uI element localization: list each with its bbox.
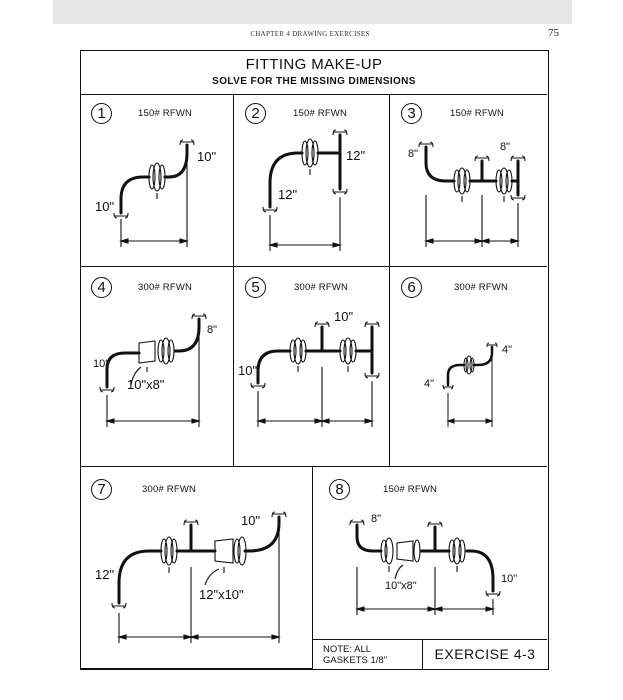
title-block: FITTING MAKE-UP SOLVE FOR THE MISSING DI… bbox=[81, 51, 547, 95]
fitting-drawing: 8" 10" 10"x8" bbox=[349, 513, 517, 615]
dimension-label: 4" bbox=[424, 378, 434, 390]
dimension-label: 8" bbox=[371, 513, 381, 525]
problem-2-panel: 2 150# RFWN 12" 12" bbox=[234, 95, 390, 267]
dimension-label: 12" bbox=[278, 187, 297, 202]
dimension-label: 10" bbox=[95, 199, 114, 214]
problem-1-panel: 1 150# RFWN 10" 10" bbox=[81, 95, 234, 267]
problem-number: 6 bbox=[401, 277, 422, 298]
fitting-drawing: 8" 8" bbox=[408, 141, 526, 247]
problem-8-panel: 8 150# RFWN 8 bbox=[313, 467, 547, 639]
problem-3-panel: 3 150# RFWN 8" 8 bbox=[390, 95, 547, 267]
sheet-subtitle: SOLVE FOR THE MISSING DIMENSIONS bbox=[212, 76, 416, 87]
dimension-label: 8" bbox=[207, 324, 217, 336]
dimension-label: 10"x8" bbox=[127, 377, 165, 392]
flange-rating: 300# RFWN bbox=[138, 282, 193, 293]
dimension-label: 12"x10" bbox=[199, 587, 244, 602]
flange-rating: 300# RFWN bbox=[454, 282, 509, 293]
problem-6-panel: 6 300# RFWN 4" 4" bbox=[390, 267, 547, 467]
flange-rating: 150# RFWN bbox=[138, 108, 193, 119]
flange-rating: 150# RFWN bbox=[450, 108, 505, 119]
dimension-label: 4" bbox=[502, 344, 512, 356]
dimension-label: 12" bbox=[95, 567, 114, 582]
flange-rating: 300# RFWN bbox=[142, 484, 197, 495]
problem-number: 5 bbox=[245, 277, 266, 298]
gasket-note: NOTE: ALL GASKETS 1/8" bbox=[313, 639, 423, 669]
dimension-label: 10"x8" bbox=[385, 580, 417, 592]
problem-4-panel: 4 300# RFWN 8" 10" 10"x8" bbox=[81, 267, 234, 467]
problem-number: 1 bbox=[91, 103, 112, 124]
flange-rating: 150# RFWN bbox=[293, 108, 348, 119]
problem-number: 3 bbox=[401, 103, 422, 124]
dimension-label: 10" bbox=[197, 149, 216, 164]
flange-rating: 300# RFWN bbox=[294, 282, 349, 293]
problem-number: 8 bbox=[329, 479, 350, 500]
flange-rating: 150# RFWN bbox=[383, 484, 438, 495]
dimension-label: 10" bbox=[93, 358, 109, 370]
problem-number: 2 bbox=[245, 103, 266, 124]
chapter-header: CHAPTER 4 DRAWING EXERCISES bbox=[250, 30, 370, 38]
dimension-label: 10" bbox=[501, 573, 517, 585]
dimension-label: 8" bbox=[500, 141, 510, 153]
exercise-sheet: FITTING MAKE-UP SOLVE FOR THE MISSING DI… bbox=[80, 50, 549, 670]
page-number: 75 bbox=[548, 27, 559, 39]
dimension-label: 12" bbox=[346, 148, 365, 163]
note-line: NOTE: ALL bbox=[323, 644, 372, 655]
note-line: GASKETS 1/8" bbox=[323, 655, 388, 666]
dimension-label: 10" bbox=[238, 363, 257, 378]
fitting-drawing: 10" 10" bbox=[95, 139, 216, 247]
dimension-label: 10" bbox=[334, 309, 353, 324]
exercise-label: EXERCISE 4-3 bbox=[423, 639, 547, 669]
fitting-drawing: 10" 12" 12"x10" bbox=[95, 511, 287, 643]
sheet-title: FITTING MAKE-UP bbox=[245, 56, 383, 73]
fitting-drawing: 10" 10" bbox=[238, 309, 380, 427]
problem-5-panel: 5 300# RFWN 10" bbox=[234, 267, 390, 467]
fitting-drawing: 12" 12" bbox=[262, 129, 365, 251]
problem-number: 4 bbox=[91, 277, 112, 298]
dimension-label: 10" bbox=[241, 513, 260, 528]
dimension-label: 8" bbox=[408, 148, 418, 160]
page-top-band bbox=[53, 0, 572, 24]
fitting-drawing: 4" 4" bbox=[424, 342, 512, 427]
problem-7-panel: 7 300# RFWN 10" bbox=[81, 467, 313, 669]
fitting-drawing: 8" 10" 10"x8" bbox=[93, 313, 217, 427]
problem-number: 7 bbox=[91, 479, 112, 500]
